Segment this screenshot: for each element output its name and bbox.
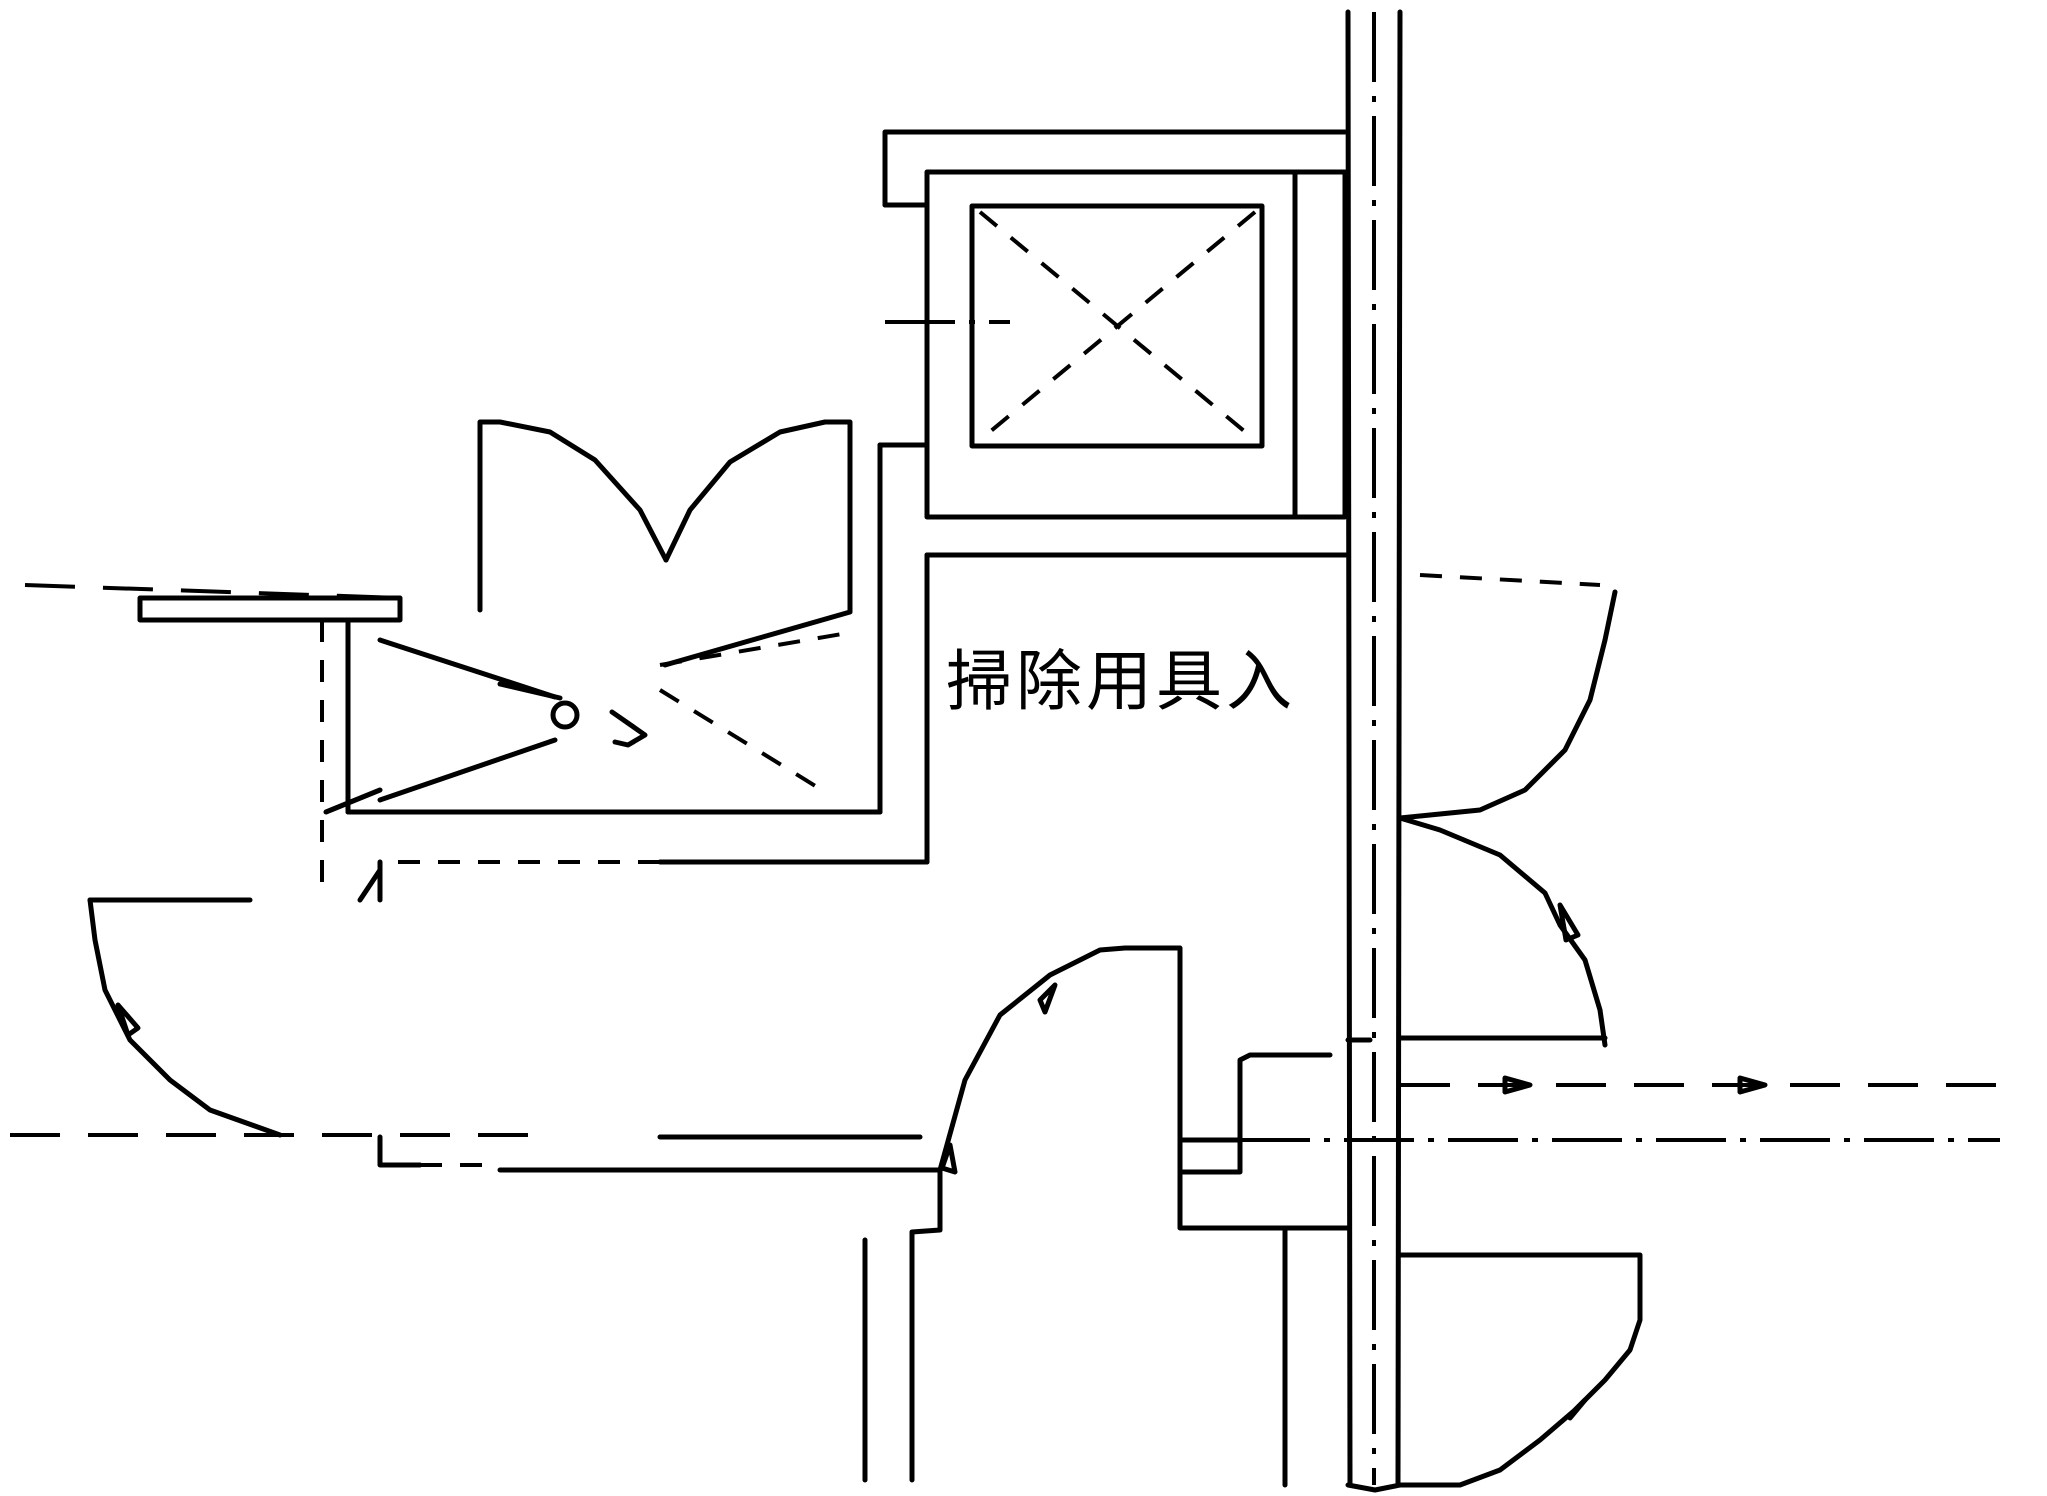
door-swing-right-lower bbox=[1397, 1252, 1643, 1488]
door-swing-right-middle bbox=[1397, 815, 1608, 1048]
corridor bbox=[10, 897, 943, 1173]
door-swing-center bbox=[862, 945, 1183, 1483]
door-swing-right-upper bbox=[1397, 573, 1618, 821]
flow-arrow-icon bbox=[1737, 1075, 1768, 1095]
main-vertical-wall bbox=[1345, 9, 1403, 1493]
left-shaft-area bbox=[24, 419, 853, 903]
right-lower-structure bbox=[1177, 1037, 1373, 1488]
damper-pivot bbox=[550, 700, 580, 730]
door-swing-left bbox=[87, 897, 283, 1138]
room-label-cleaning-closet: 掃除用具入 bbox=[946, 643, 1296, 720]
elevator-car bbox=[969, 203, 1265, 449]
elevator-shaft bbox=[882, 129, 1348, 520]
cleaning-closet bbox=[377, 442, 1349, 883]
duct-flow-arrows bbox=[1240, 1075, 2000, 1142]
flow-arrow-icon bbox=[1502, 1075, 1533, 1095]
